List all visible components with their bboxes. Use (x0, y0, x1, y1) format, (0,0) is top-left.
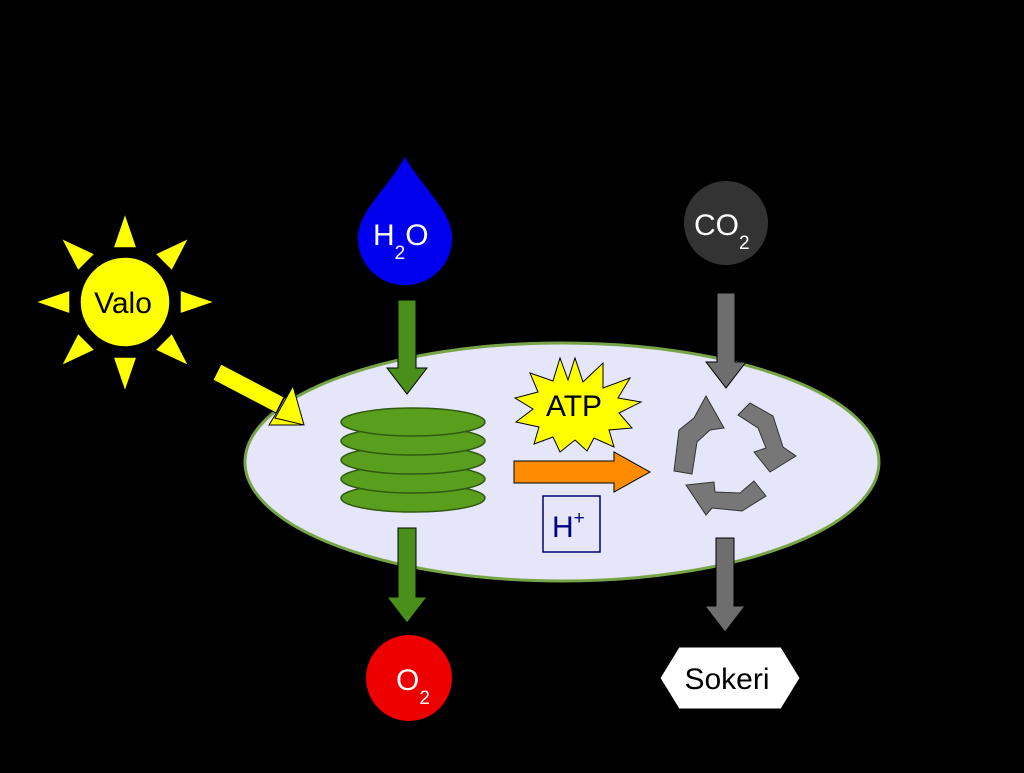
co2-bubble (684, 181, 768, 265)
sun-label: Valo (94, 287, 152, 320)
oxygen-label: O2 (396, 664, 430, 709)
sugar-hexagon (659, 646, 801, 710)
sugar-arrow (703, 537, 747, 633)
light-arrow-body (212, 363, 305, 426)
sugar-label: Sokeri (684, 663, 769, 696)
oxygen-bubble (366, 635, 452, 721)
starburst-icon (513, 356, 643, 453)
recycle-arrows-icon (673, 394, 797, 516)
thylakoid-stack (340, 407, 486, 513)
hplus-label: H+ (552, 508, 585, 544)
sun-icon (32, 210, 218, 395)
atp-label: ATP (546, 390, 602, 423)
water-label: H2O (373, 219, 429, 264)
water-arrow (385, 299, 429, 395)
hplus-box (542, 495, 601, 553)
water-drop-icon (356, 153, 454, 287)
oxygen-arrow (385, 527, 429, 624)
co2-arrow (704, 292, 748, 389)
co2-label: CO2 (694, 209, 750, 254)
energy-arrow (513, 451, 652, 493)
